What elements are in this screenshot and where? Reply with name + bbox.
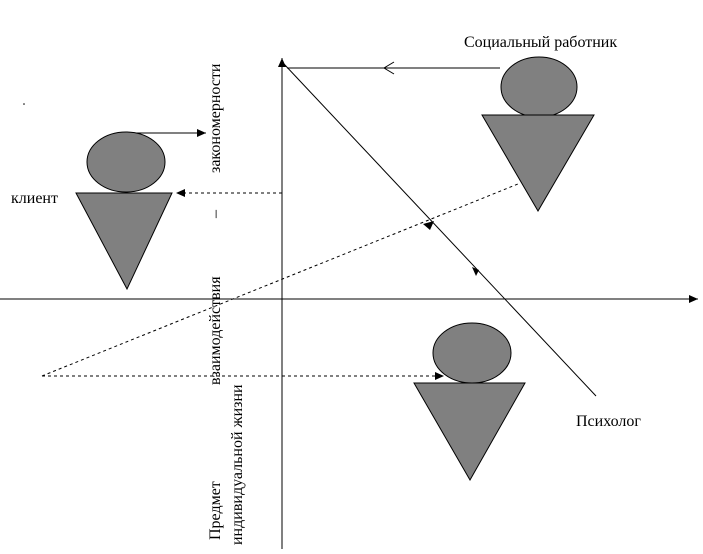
axis-label-subject: Предмет [207, 481, 224, 540]
psychologist-figure [413, 322, 526, 482]
psychologist-body [413, 382, 526, 482]
axis-label-interaction: взаимодействия [207, 276, 224, 385]
speck-dot [23, 103, 25, 105]
axis-label-regularities: закономерности [207, 63, 224, 173]
client-head [86, 131, 166, 193]
client-label: клиент [11, 190, 58, 207]
social-worker-arrow-head [383, 61, 395, 75]
psychologist-head [432, 322, 512, 384]
dashed-diagonal [41, 183, 519, 377]
client-figure [75, 131, 173, 291]
client-body [75, 192, 173, 291]
social-worker-figure [481, 56, 595, 212]
axis-label-dash: – [207, 210, 224, 218]
social-worker-head [500, 56, 578, 118]
psychologist-diagonal [283, 63, 597, 397]
social-worker-label: Социальный работник [464, 34, 618, 51]
psychologist-diagonal-arrow [472, 267, 479, 276]
dashed-diagonal-arrow [423, 221, 434, 230]
axis-label-individual-life: индивидуальной жизни [229, 384, 246, 545]
social-worker-body [481, 114, 595, 212]
psychologist-label: Психолог [576, 413, 641, 430]
